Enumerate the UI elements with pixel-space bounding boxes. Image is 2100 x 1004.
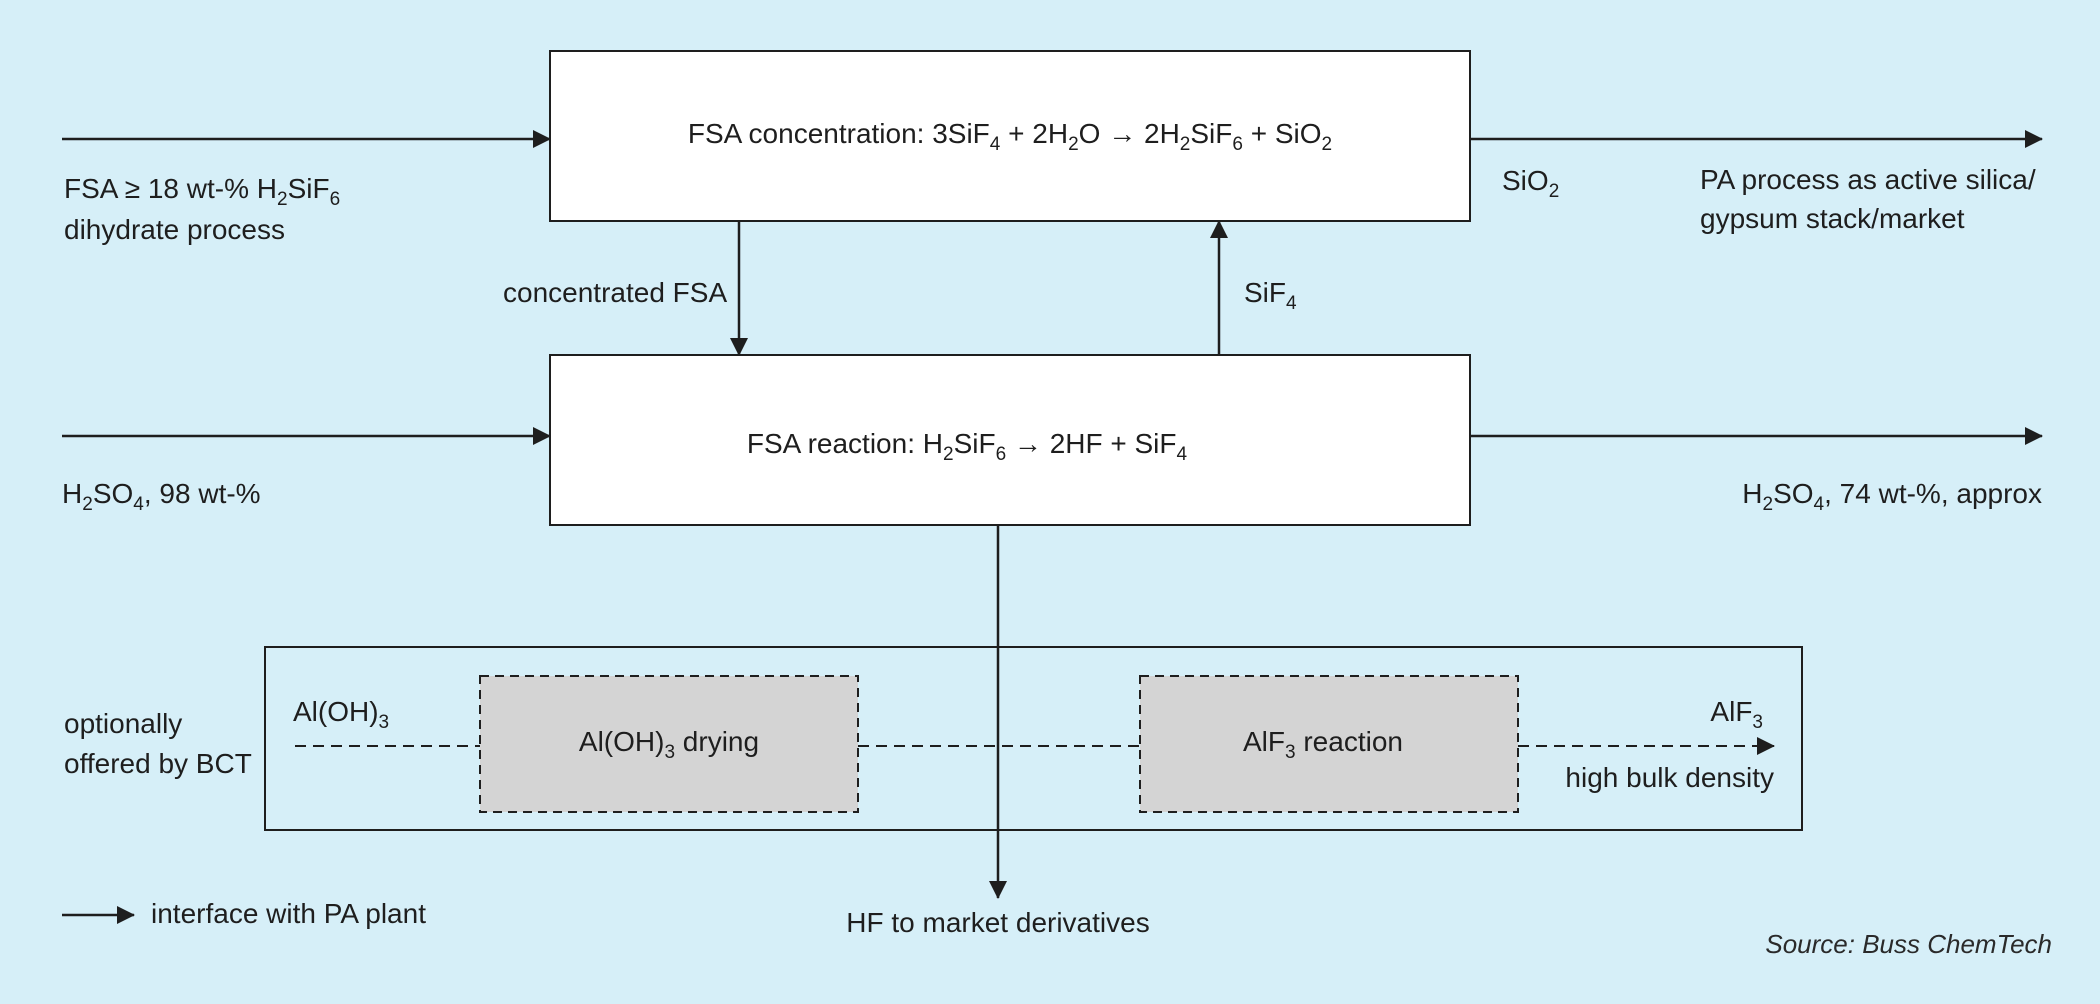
sio2-output-label: SiO2 <box>1502 165 1559 202</box>
concentrated-fsa-label: concentrated FSA <box>503 277 727 308</box>
aloh3-input-label: Al(OH)3 <box>293 696 389 733</box>
optional-section-frame <box>264 646 1803 831</box>
source-credit: Source: Buss ChemTech <box>1765 929 2052 959</box>
legend-label: interface with PA plant <box>151 898 426 929</box>
fsa-reaction-equation: FSA reaction: H2SiF6 → 2HF + SiF4 <box>747 428 1188 465</box>
alf3-reaction-label: AlF3 reaction <box>1243 726 1403 763</box>
pa-process-label-line2: gypsum stack/market <box>1700 203 1965 234</box>
hf-output-label: HF to market derivatives <box>846 907 1149 938</box>
aloh3-drying-label: Al(OH)3 drying <box>579 726 759 763</box>
high-bulk-density-label: high bulk density <box>1565 762 1774 793</box>
sif4-label: SiF4 <box>1244 277 1297 314</box>
fsa-concentration-equation: FSA concentration: 3SiF4 + 2H2O → 2H2SiF… <box>688 118 1332 155</box>
h2so4-output-label: H2SO4, 74 wt-%, approx <box>1742 478 2042 515</box>
aloh3-drying-box <box>479 675 859 813</box>
alf3-output-label: AlF3 <box>1710 696 1763 733</box>
fsa-input-label: FSA ≥ 18 wt-% H2SiF6 <box>64 173 340 210</box>
optional-label-line2: offered by BCT <box>64 748 252 779</box>
fsa-concentration-box <box>549 50 1471 222</box>
fsa-reaction-box <box>549 354 1471 526</box>
pa-process-label-line1: PA process as active silica/ <box>1700 164 2036 195</box>
alf3-reaction-box <box>1139 675 1519 813</box>
optional-label-line1: optionally <box>64 708 182 739</box>
fsa-input-source-label: dihydrate process <box>64 214 285 245</box>
h2so4-input-label: H2SO4, 98 wt-% <box>62 478 261 515</box>
